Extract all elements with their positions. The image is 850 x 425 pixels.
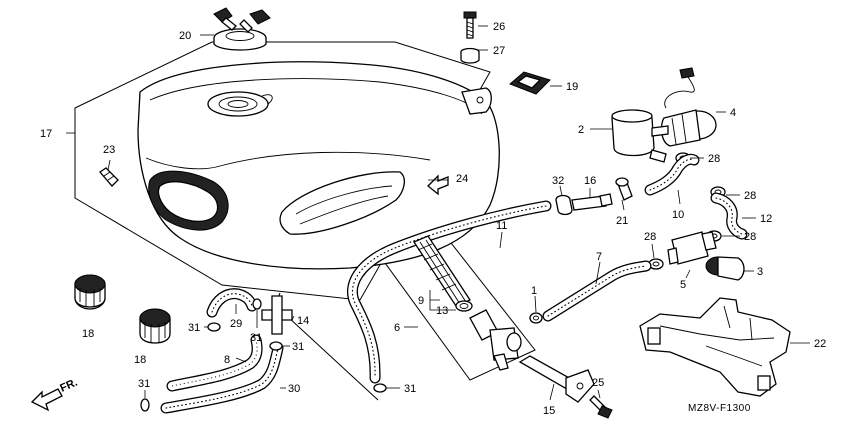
breather-hose-29[interactable] (206, 288, 258, 318)
tank-mount-collar[interactable] (460, 47, 480, 64)
callout-14: 14 (297, 315, 309, 327)
callout-3: 3 (757, 266, 763, 278)
front-label: FR. (58, 377, 79, 395)
fuel-strainer-screen[interactable] (413, 235, 471, 307)
callout-8: 8 (224, 354, 230, 366)
drain-tube-8[interactable] (166, 334, 263, 392)
callout-28-a: 28 (708, 153, 720, 165)
callout-28-d: 28 (644, 231, 656, 243)
callout-10: 10 (672, 209, 684, 221)
clip-31-b[interactable] (252, 298, 262, 310)
callout-12: 12 (760, 213, 772, 225)
callout-32: 32 (552, 175, 564, 187)
callout-9: 9 (418, 295, 424, 307)
fuel-tank[interactable] (137, 61, 500, 270)
callout-19: 19 (566, 81, 578, 93)
callout-29: 29 (230, 318, 242, 330)
callout-31-a: 31 (188, 322, 200, 334)
caution-label (427, 174, 449, 196)
hose-clip-1[interactable] (529, 312, 543, 324)
diagram-code: MZ8V-F1300 (688, 403, 751, 414)
front-direction-arrow-icon (30, 388, 63, 412)
clip-31-c[interactable] (269, 341, 283, 351)
callout-6: 6 (394, 322, 400, 334)
callout-1: 1 (531, 285, 537, 297)
fuel-filter[interactable] (611, 109, 669, 163)
callout-30: 30 (288, 383, 300, 395)
fuel-pump-bracket[interactable] (639, 297, 791, 397)
callout-22: 22 (814, 338, 826, 350)
fuel-hose-7[interactable] (542, 260, 652, 322)
callout-7: 7 (596, 251, 602, 263)
fuel-valve[interactable] (469, 309, 522, 371)
callout-24: 24 (456, 173, 468, 185)
clip-31-e[interactable] (373, 383, 387, 393)
fuel-hose-12[interactable] (710, 192, 748, 240)
callout-25: 25 (592, 377, 604, 389)
callout-18-a: 18 (82, 328, 94, 340)
callout-21: 21 (616, 215, 628, 227)
strainer-o-ring[interactable] (455, 300, 473, 312)
callout-13: 13 (436, 305, 448, 317)
fuel-valve-bracket[interactable] (518, 355, 595, 403)
callout-2: 2 (578, 124, 584, 136)
callout-26: 26 (493, 21, 505, 33)
fuel-pump[interactable] (660, 67, 717, 147)
callout-20: 20 (179, 30, 191, 42)
tank-bolt[interactable] (463, 11, 477, 39)
callout-31-d: 31 (138, 378, 150, 390)
callout-23: 23 (103, 144, 115, 156)
tank-side-badge (279, 171, 406, 235)
callout-16: 16 (584, 175, 596, 187)
hose-clip-lower[interactable] (648, 258, 664, 270)
callout-11: 11 (496, 220, 507, 232)
tank-rubber-cushion[interactable] (99, 167, 119, 187)
tank-emblem-ring (207, 91, 269, 117)
leader-lines (66, 25, 810, 401)
inline-fuel-filter[interactable] (667, 231, 717, 265)
callout-31-c: 31 (292, 341, 304, 353)
fuel-hose-10[interactable] (644, 153, 700, 196)
callout-5: 5 (680, 279, 686, 291)
fuel-cap-with-keys[interactable] (213, 7, 271, 51)
tank-mount-rubber[interactable] (509, 71, 551, 95)
hose-joint-21[interactable] (615, 177, 633, 201)
callout-17: 17 (40, 128, 52, 140)
hose-clip-32[interactable] (555, 194, 573, 216)
tank-damper-rubber-upper[interactable] (74, 274, 106, 310)
three-way-joint[interactable] (261, 295, 293, 335)
clip-31-d[interactable] (140, 398, 150, 412)
bracket-bolt[interactable] (589, 395, 613, 419)
callout-31-e: 31 (404, 383, 416, 395)
tank-damper-rubber-lower[interactable] (139, 308, 171, 344)
callout-31-b: 31 (250, 332, 262, 344)
callout-28-b: 28 (744, 190, 756, 202)
filter-rubber-sleeve[interactable] (705, 256, 745, 281)
fuel-connector-16[interactable] (571, 193, 613, 211)
callout-27: 27 (493, 45, 505, 57)
clip-31-a[interactable] (207, 322, 221, 332)
fuel-hose-11[interactable] (346, 200, 552, 384)
callout-18-b: 18 (134, 354, 146, 366)
tank-rear-mount (461, 87, 492, 115)
drain-hose-30[interactable] (160, 342, 284, 414)
callout-4: 4 (730, 107, 736, 119)
callout-28-c: 28 (744, 231, 756, 243)
callout-15: 15 (543, 405, 555, 417)
